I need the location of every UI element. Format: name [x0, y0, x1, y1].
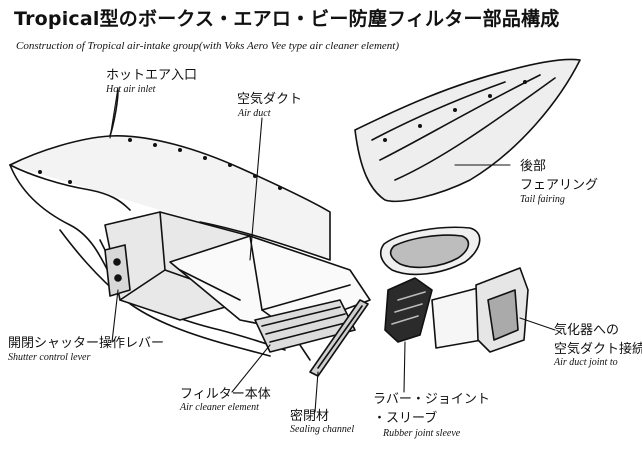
- label-tail-fairing-jp2: フェアリング: [520, 178, 599, 193]
- rubber-sleeve-drawing: [384, 277, 433, 343]
- label-cleaner-element-en: Air cleaner element: [180, 402, 259, 413]
- tail-fairing-drawing: [354, 58, 581, 203]
- label-cleaner-element-jp: フィルター本体: [180, 387, 271, 402]
- label-rubber-sleeve-en: Rubber joint sleeve: [383, 428, 461, 439]
- diagram-subtitle: Construction of Tropical air-intake grou…: [16, 40, 399, 52]
- label-rubber-sleeve-jp2: ・スリーブ: [373, 411, 438, 426]
- label-carb-duct-en: Air duct joint to: [554, 357, 618, 368]
- carb-duct-plate-drawing: [431, 287, 483, 349]
- label-air-duct-en: Air duct: [238, 108, 271, 119]
- label-hot-air-inlet-en: Hot air inlet: [106, 84, 156, 95]
- label-hot-air-inlet-jp: ホットエア入口: [106, 68, 198, 83]
- leader-lines: [109, 87, 556, 413]
- label-air-duct-jp: 空気ダクト: [237, 92, 303, 107]
- label-rubber-sleeve-jp1: ラバー・ジョイント: [373, 392, 490, 407]
- label-shutter-lever-jp: 開閉シャッター操作レバー: [8, 336, 165, 351]
- carb-duct-joint-drawing: [475, 267, 529, 353]
- filter-element-drawing: [254, 299, 356, 361]
- label-carb-duct-jp2: 空気ダクト接続: [554, 342, 642, 357]
- label-shutter-lever-en: Shutter control lever: [8, 352, 91, 363]
- label-sealing-channel-en: Sealing channel: [290, 424, 355, 435]
- sealing-channel-drawing: [309, 299, 369, 377]
- gasket-drawing: [379, 226, 481, 276]
- diagram-title: Tropical型のボークス・エアロ・ビー防塵フィルター部品構成: [14, 8, 560, 30]
- label-tail-fairing-en: Tail fairing: [520, 194, 565, 205]
- label-carb-duct-jp1: 気化器への: [554, 323, 620, 338]
- label-sealing-channel-jp: 密閉材: [290, 409, 330, 424]
- label-tail-fairing-jp1: 後部: [520, 159, 547, 174]
